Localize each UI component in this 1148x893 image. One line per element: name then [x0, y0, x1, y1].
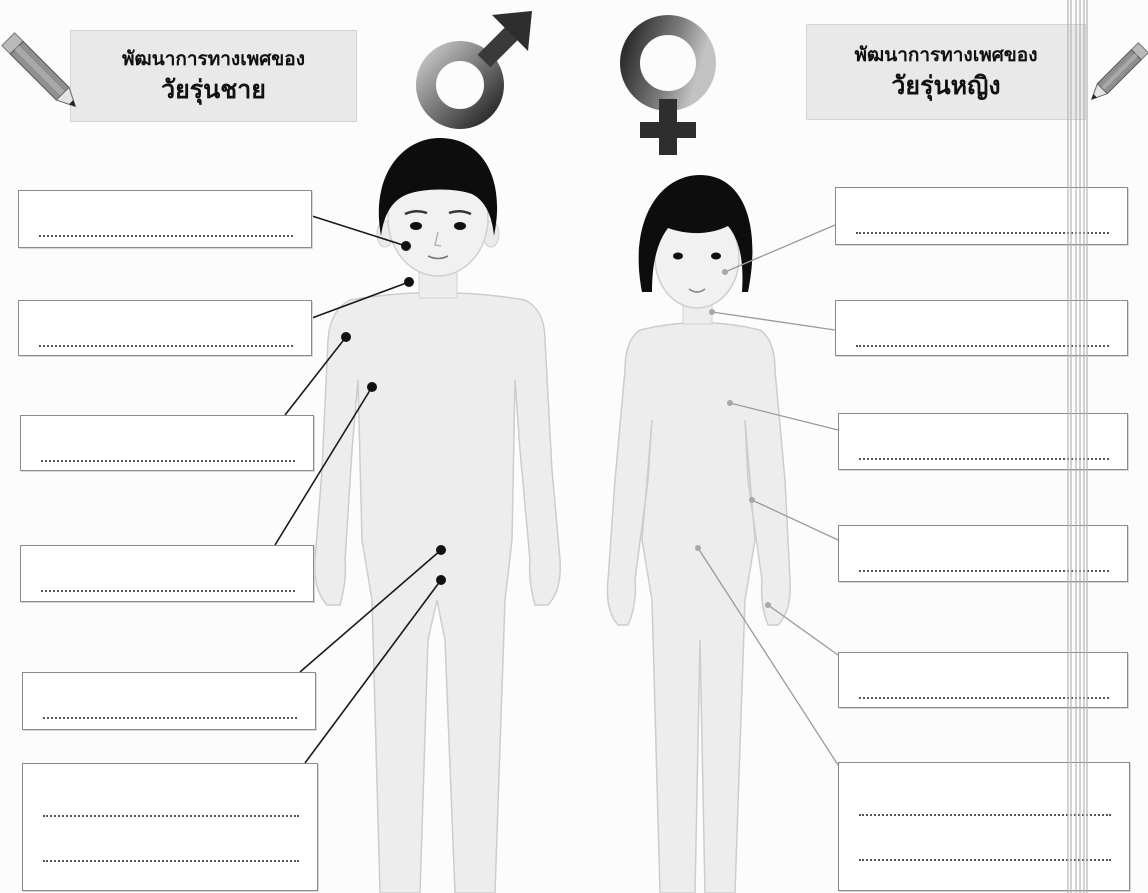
- female-symbol-icon: [600, 5, 740, 160]
- answer-blank-line: [43, 860, 299, 862]
- answer-blank-line: [856, 345, 1109, 347]
- female-answer-box: [838, 652, 1128, 708]
- pencil-icon: [0, 28, 90, 123]
- female-header-line1: พัฒนาการทางเพศของ: [855, 41, 1038, 69]
- pointer-dot: [695, 545, 701, 551]
- pointer-dot: [709, 309, 715, 315]
- answer-blank-line: [859, 697, 1109, 699]
- male-answer-box: [22, 763, 318, 891]
- male-eye-right: [454, 222, 466, 230]
- answer-blank-line: [39, 235, 293, 237]
- female-eye-left: [673, 253, 683, 260]
- pointer-dot: [404, 277, 414, 287]
- male-eye-left: [410, 222, 422, 230]
- female-figure: [607, 175, 790, 893]
- male-answer-box: [20, 545, 314, 602]
- connector-line: [768, 605, 838, 655]
- female-answer-box: [838, 762, 1130, 891]
- answer-blank-line: [41, 590, 295, 592]
- pointer-dot: [367, 382, 377, 392]
- male-answer-box: [18, 190, 312, 248]
- answer-blank-line: [859, 458, 1109, 460]
- answer-blank-line: [859, 814, 1111, 816]
- female-section-header: พัฒนาการทางเพศของ วัยรุ่นหญิง: [806, 24, 1086, 120]
- male-body: [315, 293, 561, 893]
- male-header-line1: พัฒนาการทางเพศของ: [122, 45, 305, 73]
- female-eye-right: [711, 253, 721, 260]
- pencil-icon: [1078, 30, 1148, 125]
- pointer-dot: [436, 545, 446, 555]
- pointer-dot: [722, 269, 728, 275]
- male-answer-box: [18, 300, 312, 356]
- female-body: [607, 323, 790, 893]
- male-answer-box: [20, 415, 314, 471]
- female-answer-box: [835, 187, 1128, 245]
- pointer-dot: [401, 241, 411, 251]
- answer-blank-line: [43, 717, 297, 719]
- female-header-title: วัยรุ่นหญิง: [891, 69, 1000, 103]
- answer-blank-line: [859, 859, 1111, 861]
- female-answer-box: [838, 525, 1128, 582]
- male-header-title: วัยรุ่นชาย: [161, 73, 266, 107]
- male-answer-box: [22, 672, 316, 730]
- pointer-dot: [765, 602, 771, 608]
- male-figure: [315, 138, 561, 893]
- answer-blank-line: [39, 345, 293, 347]
- pointer-dot: [749, 497, 755, 503]
- pointer-dot: [341, 332, 351, 342]
- answer-blank-line: [856, 232, 1109, 234]
- female-answer-box: [838, 413, 1128, 470]
- female-answer-box: [835, 300, 1128, 356]
- answer-blank-line: [41, 460, 295, 462]
- answer-blank-line: [43, 815, 299, 817]
- male-section-header: พัฒนาการทางเพศของ วัยรุ่นชาย: [70, 30, 357, 122]
- answer-blank-line: [859, 570, 1109, 572]
- male-symbol-icon: [400, 5, 540, 130]
- pointer-dot: [436, 575, 446, 585]
- pointer-dot: [727, 400, 733, 406]
